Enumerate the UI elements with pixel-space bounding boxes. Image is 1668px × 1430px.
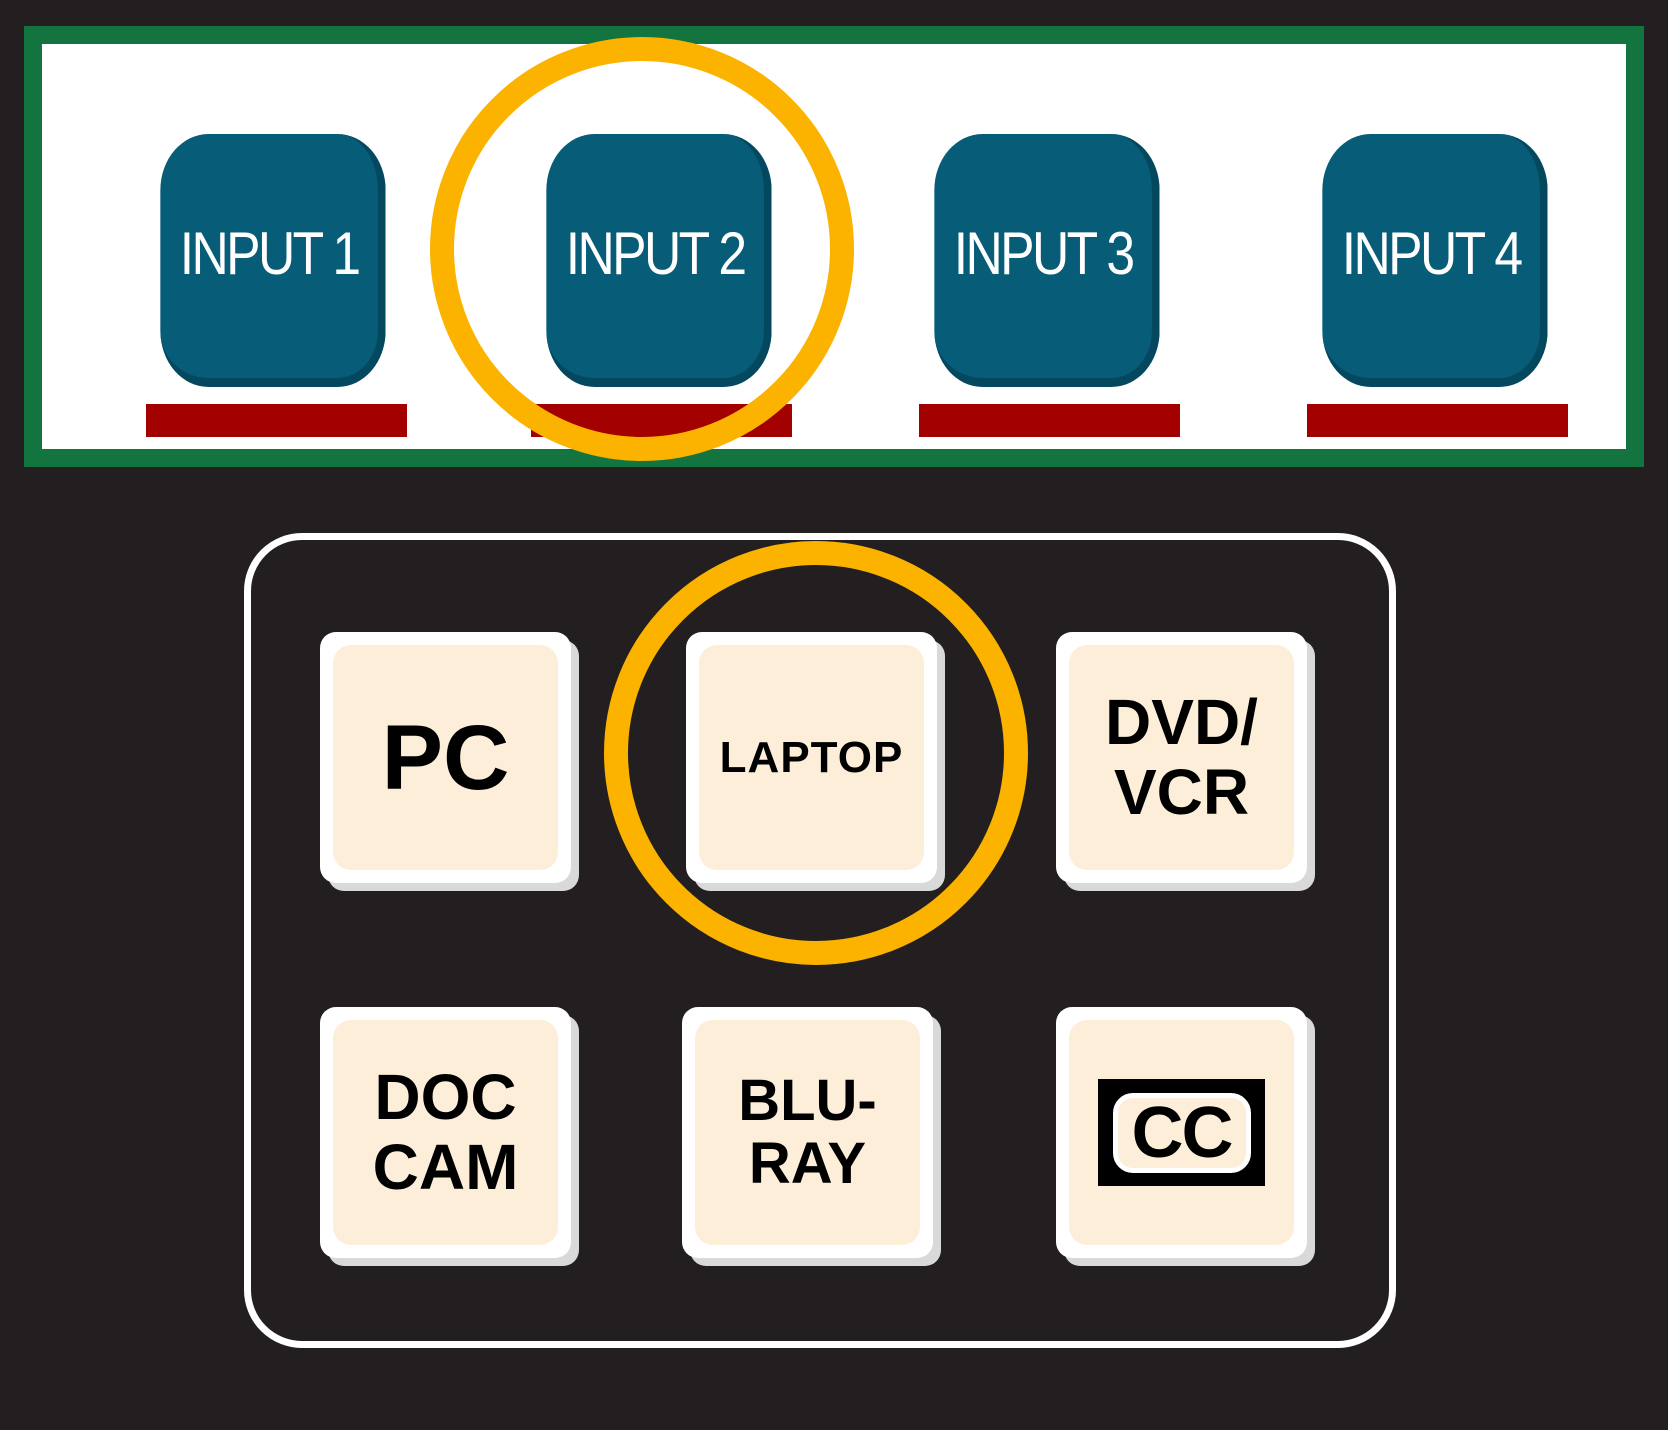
laptop-source-button[interactable]: LAPTOP bbox=[686, 632, 937, 883]
input-4-indicator-bar bbox=[1307, 404, 1568, 437]
doc-cam-label: DOC CAM bbox=[372, 1061, 519, 1203]
pc-label: PC bbox=[381, 706, 510, 809]
input-selector-panel: INPUT 1 INPUT 2 INPUT 3 INPUT 4 bbox=[24, 26, 1644, 467]
input-4-button[interactable]: INPUT 4 bbox=[1322, 134, 1548, 387]
doc-cam-source-button[interactable]: DOC CAM bbox=[320, 1007, 571, 1258]
dvd-vcr-source-button[interactable]: DVD/ VCR bbox=[1056, 632, 1307, 883]
input-3-label: INPUT 3 bbox=[953, 219, 1135, 287]
closed-caption-icon: CC bbox=[1098, 1079, 1265, 1186]
closed-caption-source-button[interactable]: CC bbox=[1056, 1007, 1307, 1258]
input-1-label: INPUT 1 bbox=[179, 219, 361, 287]
input-2-label: INPUT 2 bbox=[565, 219, 747, 287]
input-2-indicator-bar bbox=[531, 404, 792, 437]
input-3-button[interactable]: INPUT 3 bbox=[934, 134, 1160, 387]
laptop-label: LAPTOP bbox=[719, 732, 904, 782]
source-selector-panel bbox=[244, 533, 1396, 1348]
pc-source-button[interactable]: PC bbox=[320, 632, 571, 883]
cc-label: CC bbox=[1112, 1092, 1251, 1173]
input-1-indicator-bar bbox=[146, 404, 407, 437]
blu-ray-source-button[interactable]: BLU- RAY bbox=[682, 1007, 933, 1258]
blu-ray-label: BLU- RAY bbox=[738, 1067, 877, 1196]
input-1-button[interactable]: INPUT 1 bbox=[160, 134, 386, 387]
input-4-label: INPUT 4 bbox=[1341, 219, 1523, 287]
input-2-button[interactable]: INPUT 2 bbox=[546, 134, 772, 387]
dvd-vcr-label: DVD/ VCR bbox=[1105, 686, 1258, 828]
input-3-indicator-bar bbox=[919, 404, 1180, 437]
